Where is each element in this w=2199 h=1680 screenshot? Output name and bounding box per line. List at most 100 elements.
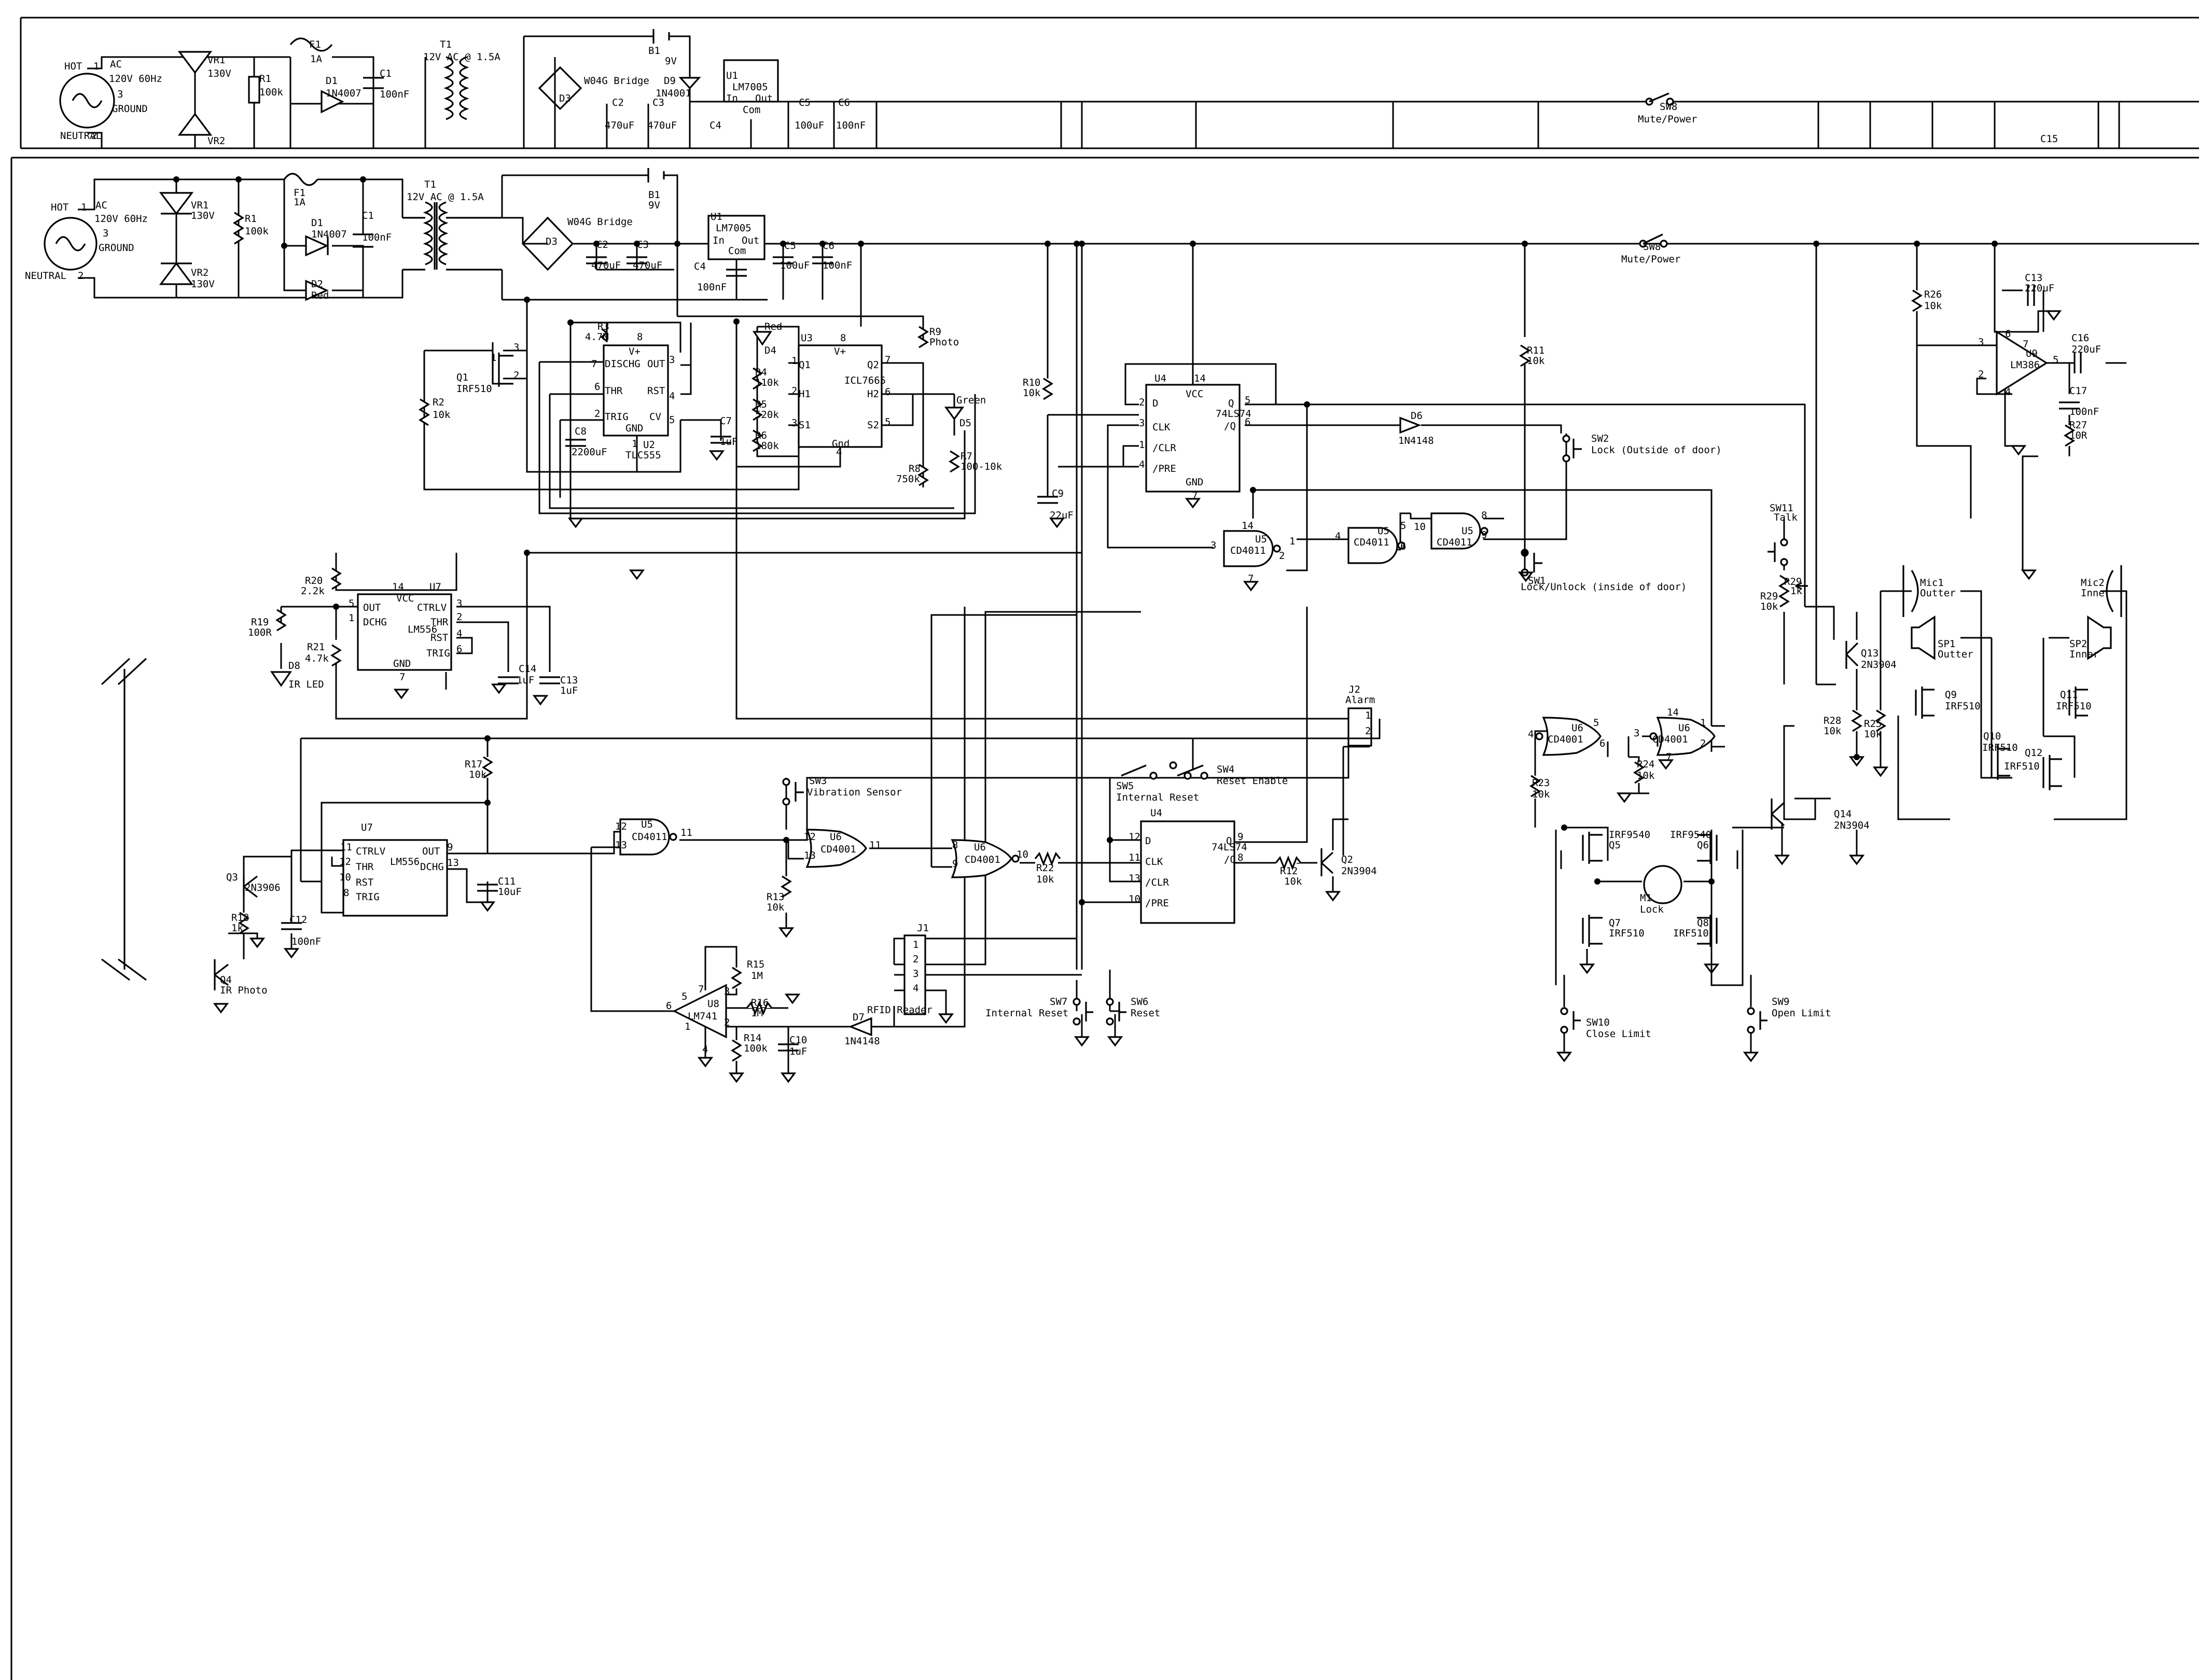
schematic-label: B1 [648, 45, 660, 57]
schematic-label: 2 [78, 270, 83, 282]
schematic-label: 3 [1210, 540, 1216, 551]
schematic-label: T1 [440, 39, 452, 50]
schematic-label: D [1145, 835, 1151, 847]
schematic-label: D [1152, 398, 1158, 409]
schematic-label: R19 [251, 617, 269, 628]
t1-primary-main [423, 201, 433, 265]
schematic-label: CD4011 [1437, 537, 1472, 548]
schematic-label: 74LS74 [1216, 408, 1251, 419]
sp1-outter-speaker [1911, 615, 1936, 660]
d1-main [305, 235, 329, 257]
schematic-label: TLC555 [625, 450, 661, 461]
schematic-label: 2 [1700, 738, 1706, 749]
sw11-talk-switch [1767, 542, 1776, 562]
schematic-label: 1uF [789, 1046, 807, 1057]
schematic-label: 2 [91, 130, 97, 142]
schematic-label: C6 [838, 97, 850, 108]
schematic-label: R8 [909, 463, 921, 474]
schematic-label: R10 [1023, 377, 1040, 388]
right-wiring [1534, 244, 2127, 1053]
schematic-label: Internal Reset [985, 1007, 1068, 1019]
schematic-label: D5 [959, 417, 971, 429]
schematic-label: F1 [294, 187, 305, 199]
schematic-label: 1M [751, 970, 763, 982]
schematic-label: 9 [1481, 529, 1487, 541]
schematic-label: Lock [1640, 904, 1664, 915]
schematic-label: RST [356, 877, 373, 888]
schematic-label: SW7 [1050, 996, 1067, 1007]
schematic-label: U4 [1150, 807, 1162, 819]
schematic-label: D3 [559, 93, 571, 104]
schematic-label: D1 [326, 75, 338, 87]
schematic-label: 1N4148 [1398, 435, 1434, 446]
schematic-label: 10k [469, 769, 487, 780]
schematic-label: U8 [707, 998, 719, 1010]
schematic-label: ICL7665 [844, 375, 886, 386]
schematic-label: Lock (Outside of door) [1591, 444, 1722, 456]
schematic-label: 3 [103, 228, 108, 239]
schematic-label: 2N3904 [1834, 820, 1870, 831]
u4a-74ls74 [1145, 384, 1241, 493]
schematic-label: 6 [1400, 541, 1406, 552]
schematic-label: RST [430, 632, 448, 643]
schematic-label: 1A [294, 197, 305, 208]
schematic-label: J2 [1348, 684, 1360, 695]
right-parts [1529, 285, 2122, 1034]
schematic-label: 9V [648, 200, 660, 211]
schematic-label: CD4001 [820, 844, 856, 855]
schematic-label: SP2 [2069, 638, 2087, 650]
schematic-label: 6 [2005, 328, 2011, 340]
schematic-label: Q3 [226, 872, 238, 883]
schematic-label: 1uF [517, 675, 534, 686]
schematic-label: T1 [424, 179, 436, 190]
schematic-label: IRF510 [456, 383, 492, 395]
r22-resistor [1034, 851, 1061, 866]
schematic-label: 100k [744, 1043, 768, 1054]
schematic-label: R14 [744, 1032, 761, 1044]
schematic-label: 74LS74 [1212, 842, 1247, 853]
schematic-label: 3 [117, 89, 123, 100]
c10-capacitor [778, 1043, 799, 1052]
schematic-label: SW11 [1770, 502, 1793, 514]
schematic-label: AC [110, 59, 122, 70]
schematic-label: 13 [447, 857, 459, 869]
schematic-label: 10k [1924, 300, 1942, 312]
schematic-label: R5 [755, 399, 767, 410]
main-power-parts [44, 168, 1668, 301]
schematic-label: CTRLV [356, 846, 385, 857]
schematic-label: 2 [1365, 725, 1371, 737]
schematic-label: VR1 [191, 200, 208, 211]
schematic-label: THR [605, 385, 623, 397]
schematic-label: 470uF [591, 260, 621, 271]
schematic-label: 3 [913, 968, 918, 979]
schematic-label: 180k [755, 440, 779, 452]
u6a-nor-gate [805, 829, 867, 868]
schematic-label: 7 [885, 354, 890, 366]
t1-secondary-top [459, 56, 469, 120]
ir-beam-arrows-top [101, 657, 147, 685]
schematic-label: 100-10k [961, 461, 1003, 472]
schematic-label: 10k [767, 902, 785, 913]
schematic-label: Q10 [1983, 731, 2001, 742]
schematic-label: RFID Reader [867, 1004, 933, 1016]
schematic-label: VCC [396, 593, 414, 604]
schematic-label: 2 [724, 1017, 730, 1028]
t1-secondary-main [438, 201, 449, 265]
schematic-label: Mute/Power [1638, 114, 1697, 125]
m1-lock-motor [1643, 865, 1682, 904]
left-lower-parts [214, 756, 1061, 1062]
r6-resistor [751, 429, 763, 452]
schematic-label: 10 [1414, 521, 1426, 533]
r23-resistor [1529, 775, 1541, 797]
schematic-label: R29 [1760, 591, 1778, 602]
r25-resistor [1874, 709, 1887, 732]
schematic-label: Green [956, 395, 986, 406]
schematic-label: D2 [311, 278, 323, 290]
schematic-label: 3 [724, 986, 730, 997]
schematic-label: Alarm [1345, 694, 1375, 706]
q14-transistor [1771, 799, 1785, 830]
schematic-label: Red [764, 321, 782, 332]
f1-top [289, 37, 333, 52]
q3-transistor [243, 875, 258, 898]
r1-main [232, 212, 245, 245]
